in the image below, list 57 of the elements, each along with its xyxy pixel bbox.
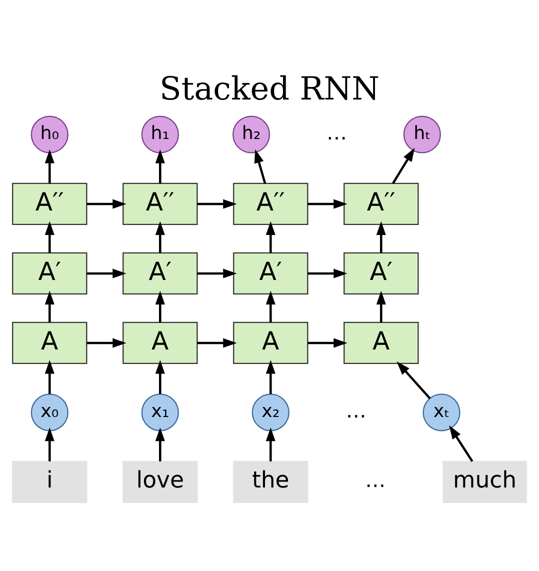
arrow — [86, 198, 126, 208]
arrow — [266, 290, 276, 322]
arrow — [197, 338, 237, 348]
node-box: A′ — [122, 252, 198, 294]
arrow — [308, 338, 348, 348]
arrow — [155, 360, 165, 394]
node-box: i — [12, 460, 88, 503]
node-box: A′′ — [233, 182, 308, 225]
node-circle: h₂ — [232, 115, 270, 153]
arrow — [44, 426, 54, 461]
label: … — [346, 398, 366, 422]
arrow — [155, 426, 165, 461]
diagram-title: Stacked RNN — [160, 69, 380, 108]
arrow — [308, 198, 348, 208]
arrow — [266, 220, 276, 252]
node-box: A — [122, 321, 198, 364]
node-circle: xₜ — [422, 393, 460, 431]
arrow — [44, 290, 54, 322]
node-circle: x₁ — [141, 393, 179, 431]
arrow — [155, 220, 165, 252]
node-box: love — [122, 460, 198, 503]
arrow — [266, 360, 276, 394]
node-circle: h₀ — [30, 115, 68, 153]
node-box: A′ — [12, 252, 88, 294]
arrow — [155, 149, 165, 183]
arrow — [197, 198, 237, 208]
label: … — [365, 467, 386, 492]
node-box: A′ — [344, 252, 419, 294]
node-box: A′ — [233, 252, 308, 294]
arrow — [155, 290, 165, 322]
node-circle: h₁ — [141, 115, 179, 153]
arrow — [396, 360, 431, 399]
node-box: much — [442, 460, 527, 503]
node-box: A′′ — [122, 182, 198, 225]
arrow — [449, 424, 474, 462]
arrow — [392, 147, 415, 184]
node-box: A′′ — [12, 182, 88, 225]
node-box: A — [233, 321, 308, 364]
node-box: A — [12, 321, 88, 364]
arrow — [254, 148, 266, 184]
arrow — [44, 360, 54, 394]
node-circle: x₀ — [30, 393, 68, 431]
node-circle: x₂ — [252, 393, 290, 431]
arrow — [376, 290, 386, 322]
arrow — [308, 268, 348, 278]
node-circle: hₜ — [403, 115, 441, 153]
arrow — [86, 338, 126, 348]
arrow — [44, 220, 54, 252]
arrow — [376, 220, 386, 252]
node-box: the — [233, 460, 308, 503]
arrow — [86, 268, 126, 278]
arrow — [266, 426, 276, 461]
arrow — [197, 268, 237, 278]
node-box: A — [344, 321, 419, 364]
arrow — [44, 149, 54, 183]
label: … — [326, 120, 347, 144]
node-box: A′′ — [344, 182, 419, 225]
